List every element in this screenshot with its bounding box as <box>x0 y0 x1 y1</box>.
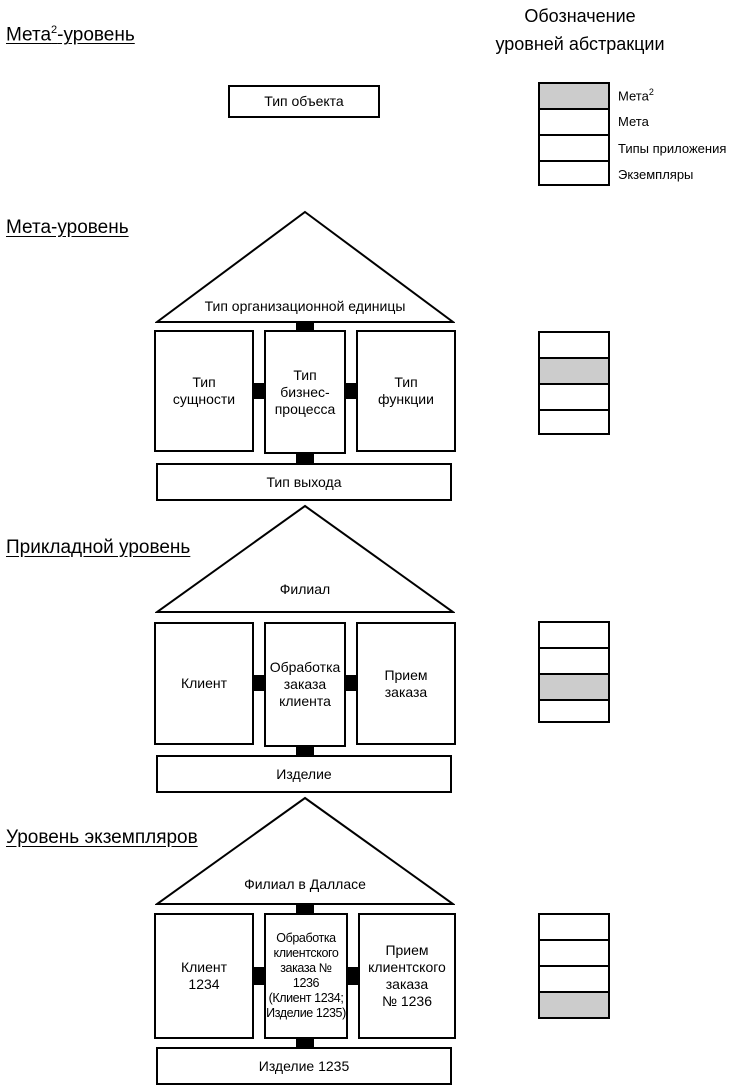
legend-cell-meta <box>538 108 610 136</box>
instances-roof-triangle <box>155 796 455 905</box>
legend-label-instances: Экземпляры <box>618 167 694 182</box>
applied-right-box: Прием заказа <box>356 622 456 745</box>
applied-connector-bottom <box>296 746 314 756</box>
meta-base-label: Тип выхода <box>266 473 342 490</box>
meta-right-box: Тип функции <box>356 330 456 452</box>
legend-label-meta: Мета <box>618 114 649 129</box>
meta-center-box: Тип бизнес- процесса <box>264 330 346 454</box>
instances-left-label: Клиент 1234 <box>180 959 228 992</box>
legend-cell-types <box>538 134 610 162</box>
meta-connector-left <box>253 383 265 399</box>
instances-base-box: Изделие 1235 <box>156 1047 452 1085</box>
applied-left-box: Клиент <box>154 622 254 745</box>
meta-connector-right <box>345 383 357 399</box>
meta-left-box: Тип сущности <box>154 330 254 452</box>
applied-center-box: Обработка заказа клиента <box>264 622 346 747</box>
meta2-title-suffix: -уровень <box>57 24 135 46</box>
instances-center-box: Обработка клиентского заказа № 1236 (Кли… <box>264 913 348 1039</box>
meta2-level-title: Мета2-уровень <box>6 24 135 46</box>
applied-roof-triangle <box>155 504 455 613</box>
applied-roof <box>155 504 455 613</box>
instances-left-box: Клиент 1234 <box>154 913 254 1039</box>
meta-right-label: Тип функции <box>378 374 434 407</box>
legend-header-line1: Обозначение <box>524 6 636 26</box>
applied-right-label: Прием заказа <box>384 666 428 700</box>
instances-connector-left <box>253 967 265 985</box>
applied-connector-left <box>253 675 265 691</box>
legend-header-line2: уровней абстракции <box>495 34 665 54</box>
object-type-label: Тип объекта <box>264 93 344 109</box>
meta-left-label: Тип сущности <box>172 374 236 407</box>
instances-level-title: Уровень экземпляров <box>6 827 198 848</box>
meta-center-label: Тип бизнес- процесса <box>274 366 336 417</box>
applied-connector-right <box>345 675 357 691</box>
legend-cell-instances <box>538 160 610 186</box>
meta2-title-text: Мета <box>6 24 52 46</box>
applied-left-label: Клиент <box>180 675 228 691</box>
instances-roof <box>155 796 455 905</box>
applied-center-label: Обработка заказа клиента <box>269 659 341 709</box>
instances-connector-top <box>296 905 314 915</box>
legend-cell-meta2 <box>538 82 610 110</box>
legend-label-meta2: Мета2 <box>618 87 654 104</box>
meta-level-title: Мета-уровень <box>6 217 129 238</box>
legend-header: Обозначение уровней абстракции <box>470 2 690 58</box>
legend-stack-main <box>538 82 610 186</box>
instances-right-label: Прием клиентского заказа № 1236 <box>368 942 446 1009</box>
legend-stack-meta <box>538 331 610 435</box>
instances-connector-bottom <box>296 1038 314 1048</box>
meta-roof-label: Тип организационной единицы <box>204 298 406 314</box>
instances-base-label: Изделие 1235 <box>258 1057 350 1074</box>
instances-right-box: Прием клиентского заказа № 1236 <box>358 913 456 1039</box>
applied-base-label: Изделие <box>276 765 332 782</box>
instances-center-label: Обработка клиентского заказа № 1236 (Кли… <box>266 931 346 1020</box>
meta-base-box: Тип выхода <box>156 463 452 501</box>
legend-label-types: Типы приложения <box>618 141 727 156</box>
applied-roof-label: Филиал <box>279 581 331 597</box>
applied-base-box: Изделие <box>156 755 452 793</box>
legend-stack-applied <box>538 621 610 723</box>
instances-connector-right <box>347 967 359 985</box>
meta-connector-top <box>296 322 314 332</box>
object-type-box: Тип объекта <box>228 85 380 118</box>
meta-connector-bottom <box>296 452 314 464</box>
instances-roof-label: Филиал в Далласе <box>244 876 366 892</box>
meta2-title-sup: 2 <box>51 24 58 36</box>
applied-level-title: Прикладной уровень <box>6 537 191 558</box>
legend-stack-instances <box>538 913 610 1019</box>
